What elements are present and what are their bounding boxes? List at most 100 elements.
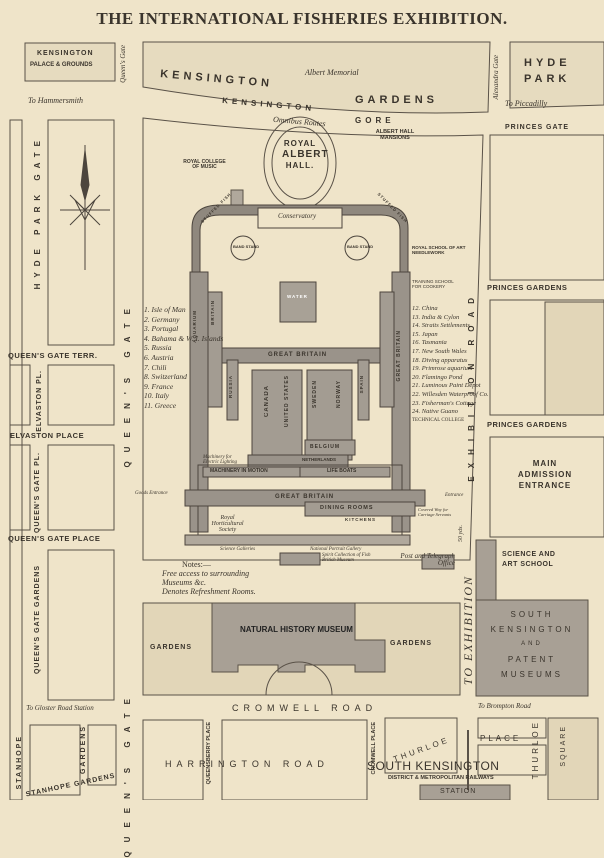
legend-item: 9. France <box>144 381 174 391</box>
street-thurloe-vertical: THURLOE <box>531 720 540 780</box>
label-gardens-right: GARDENS <box>390 640 433 647</box>
legend-item: 20. Flamingo Pond <box>412 373 463 381</box>
map-title: THE INTERNATIONAL FISHERIES EXHIBITION. <box>96 9 508 28</box>
street-harrington-road: HARRINGTON ROAD <box>165 759 329 769</box>
street-queens-gate-terr: QUEEN'S GATE TERR. <box>8 351 98 360</box>
street-queens-gate: QUEEN'S GATE <box>123 300 132 468</box>
map-linework <box>9 41 604 800</box>
label-science-galleries: Science Galleries <box>220 547 256 552</box>
legend-item: 10. Italy <box>144 391 169 401</box>
legend-item: 6. Austria <box>144 352 174 362</box>
label-spain: SPAIN <box>359 375 364 394</box>
label-great-britain-south: GREAT BRITAIN <box>275 494 335 500</box>
exhibition-buildings <box>184 204 455 570</box>
label-covered-way: Covered Way for Carriage Servants <box>418 507 452 517</box>
street-queens-gate-place: QUEEN'S GATE PLACE <box>8 534 101 543</box>
label-hyde-park-2: PARK <box>524 73 571 85</box>
central-block <box>142 117 484 561</box>
label-belgium: BELGIUM <box>310 444 341 450</box>
legend-item: 21. Luminous Paint Depot <box>412 382 481 390</box>
kensington-palace-block <box>24 42 116 82</box>
legend-item: 16. Tasmania <box>412 339 447 347</box>
label-scale: 50 yds. <box>458 525 464 542</box>
label-electric-lighting: Machinery for Electric Lighting <box>203 455 238 465</box>
street-place: PLACE <box>480 734 522 743</box>
label-to-hammersmith: To Hammersmith <box>28 96 84 105</box>
label-natural-history-museum: NATURAL HISTORY MUSEUM <box>240 625 353 634</box>
label-entrance: Entrance <box>445 493 464 498</box>
legend-item: 5. Russia <box>144 343 172 353</box>
label-netherlands: NETHERLANDS <box>302 457 337 462</box>
street-stanhope-gardens-v: GARDENS <box>80 725 87 775</box>
compass-rose-icon <box>60 145 110 270</box>
street-queens-gate-pl: QUEEN'S GATE PL. <box>34 452 41 533</box>
street-queens-gate-lower: QUEEN'S GATE <box>123 690 132 858</box>
street-exhibition-road: EXHIBITION ROAD <box>467 290 476 482</box>
label-kensington-gardens-2: GARDENS <box>355 94 439 106</box>
hyde-park-gate-block <box>47 119 115 346</box>
legend-item: 24. Native Guano <box>412 408 459 416</box>
street-cromwell-road: CROMWELL ROAD <box>232 703 378 713</box>
label-alexandra-gate: Alexandra Gate <box>492 55 500 100</box>
label-canada: CANADA <box>264 385 270 417</box>
label-albert-hall-mansions: ALBERT HALL MANSIONS <box>375 129 415 141</box>
label-royal-school-needlework: ROYAL SCHOOL OF ART NEEDLEWORK <box>412 245 466 255</box>
legend-item: 3. Portugal <box>144 324 179 334</box>
label-royal-college-of-music: ROYAL COLLEGE OF MUSIC <box>183 159 226 170</box>
label-kitchens: KITCHENS <box>345 517 377 522</box>
legend-item: 18. Diving apparatus <box>412 356 468 364</box>
label-queens-gate-top: Queen's Gate <box>119 45 127 83</box>
street-queens-gate-gardens: QUEEN'S GATE GARDENS <box>34 565 41 675</box>
label-station: STATION <box>440 788 477 795</box>
label-spirit-collection: Spirit Collection of Fish British Museum <box>322 553 371 563</box>
hyde-park-block <box>509 41 604 109</box>
label-to-exhibition: TO EXHIBITION <box>461 575 475 686</box>
label-russia: RUSSIA <box>228 375 233 399</box>
street-elvaston-pl: ELVASTON PL. <box>36 370 43 432</box>
label-gardens-left: GARDENS <box>150 644 193 651</box>
label-kensington-palace: KENSINGTON <box>37 50 94 57</box>
label-great-britain-right: GREAT BRITAIN <box>396 330 402 382</box>
street-square: SQUARE <box>560 725 567 767</box>
legend-item: 11. Greece <box>144 400 177 410</box>
label-railways: DISTRICT & METROPOLITAN RAILWAYS <box>388 775 494 781</box>
label-horticultural-society: Royal Horticultural Society <box>211 515 244 533</box>
label-great-britain-center: GREAT BRITAIN <box>268 352 328 358</box>
label-kensington-gore-2: GORE <box>355 116 395 125</box>
legend-item: 13. India & Cylon <box>412 313 460 321</box>
street-elvaston-place: ELVASTON PLACE <box>10 431 85 440</box>
label-norway: NORWAY <box>336 380 342 408</box>
legend-item: 23. Fisherman's Cottage <box>412 399 477 407</box>
label-conservatory: Conservatory <box>278 212 317 220</box>
street-princes-gardens-2: PRINCES GARDENS <box>487 420 568 429</box>
legend-item: 14. Straits Settlements <box>412 322 470 330</box>
label-band-stand-left: BAND STAND <box>233 244 260 249</box>
label-hyde-park-1: HYDE <box>524 57 571 69</box>
label-dining-rooms: DINING ROOMS <box>320 505 374 511</box>
legend-item: 2. Germany <box>144 314 180 324</box>
legend-item: TECHNICAL COLLEGE <box>412 417 465 423</box>
street-princes-gardens-1: PRINCES GARDENS <box>487 283 568 292</box>
street-queensberry-place: QUEENSBERRY PLACE <box>206 722 212 785</box>
legend-item: 17. New South Wales <box>412 347 467 355</box>
legend-item: 4. Bahama & W. I. Islands <box>144 333 224 343</box>
label-palace-grounds: PALACE & GROUNDS <box>30 62 93 68</box>
kensington-gardens-block <box>142 41 491 114</box>
legend-item: 15. Japan <box>412 330 438 338</box>
label-life-boats: LIFE BOATS <box>327 468 357 474</box>
label-goods-entrance: Goods Entrance <box>135 491 168 496</box>
label-to-brompton-road: To Brompton Road <box>478 702 531 710</box>
label-machinery-in-motion: MACHINERY IN MOTION <box>210 468 268 474</box>
label-water: WATER <box>287 294 308 299</box>
legend-item: 7. Chili <box>144 362 167 372</box>
label-post-office: Post and Telegraph Office <box>400 552 455 567</box>
label-training-school: TRAINING SCHOOL FOR COOKERY <box>412 279 454 289</box>
label-sweden: SWEDEN <box>312 380 318 408</box>
label-to-piccadilly: To Piccadilly <box>505 99 548 108</box>
label-band-stand-right: BAND STAND <box>347 244 374 249</box>
